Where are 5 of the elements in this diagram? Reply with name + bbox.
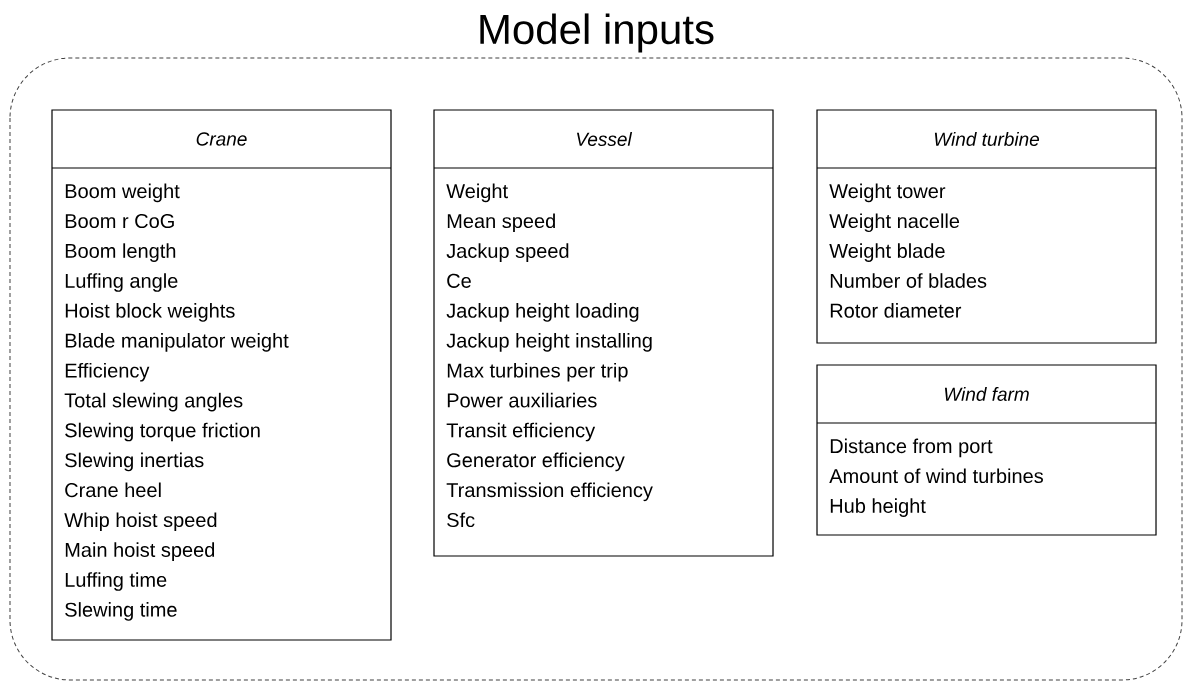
list-card: Wind farm Distance from port Amount of wind turbines Hub height: [816, 364, 1157, 536]
list-card: Wind turbine Weight tower Weight nacelle Weight blade Number of blades Rotor diameter: [816, 109, 1157, 344]
list-card: Vessel Weight Mean speed Jackup speed Ce Jackup height loading Jackup height installing Max turbines per trip Power auxiliaries Transit efficiency Generator efficiency Transmission efficiency Sfc: [433, 109, 774, 557]
list-card: Crane Boom weight Boom r CoG Boom length Luffing angle Hoist block weights Blade manipulator weight Efficiency Total slewing angles Slewing torque friction Slewing inertias Crane heel Whip hoist speed Main hoist speed Luffing time Slewing time: [51, 109, 392, 641]
node-label: Model inputs: [480, 13, 714, 53]
